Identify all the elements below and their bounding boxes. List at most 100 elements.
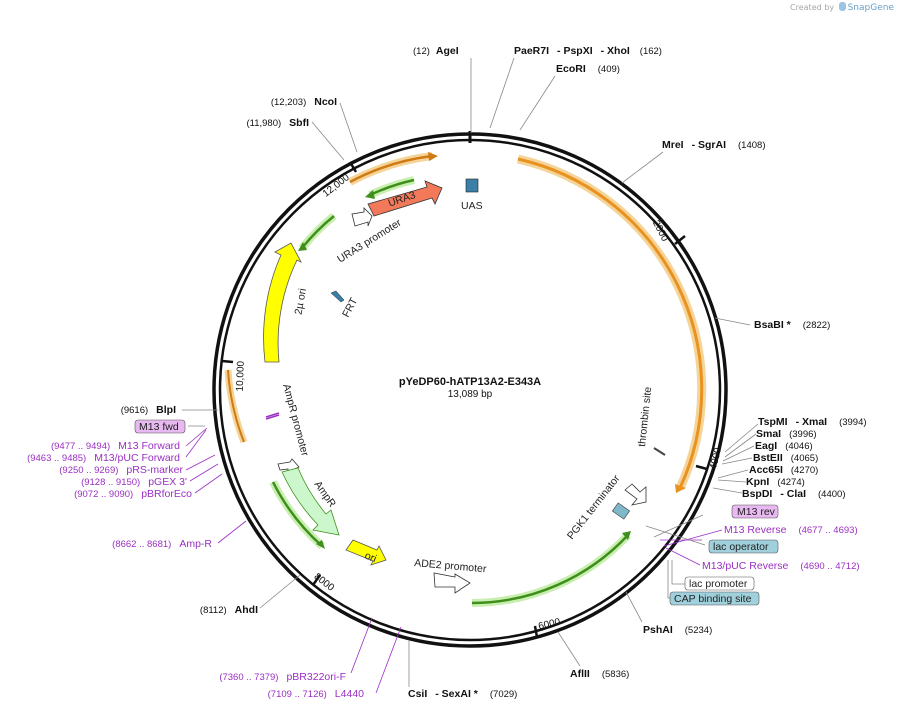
leader bbox=[557, 631, 581, 667]
orange-arc-top bbox=[348, 152, 433, 186]
primer-mark bbox=[265, 412, 280, 418]
enzyme-label-bsabi: BsaBI *(2822) bbox=[754, 319, 830, 331]
primer-leader bbox=[217, 520, 247, 544]
green-arc-1-arrowhead bbox=[365, 190, 375, 199]
plasmid-size: 13,089 bp bbox=[448, 389, 493, 400]
enzyme-label-agei: (12)AgeI bbox=[413, 45, 459, 57]
ura3-promoter-arrow bbox=[351, 207, 373, 227]
lac-promoter-label: lac promoter bbox=[689, 578, 748, 590]
enzyme-label-ahdi: (8112)AhdI bbox=[200, 604, 258, 616]
primer-leader bbox=[653, 514, 704, 538]
green-arc-4-arrowhead bbox=[622, 531, 631, 540]
tick-mark bbox=[674, 235, 686, 245]
primer-leader bbox=[645, 525, 706, 546]
pgk1-terminator-label: PGK1 terminator bbox=[565, 472, 623, 541]
enzyme-label-ncoi: (12,203)NcoI bbox=[271, 96, 337, 108]
orange-arc-left-line bbox=[227, 369, 245, 443]
tick-label: 4000 bbox=[708, 446, 724, 471]
tick-mark bbox=[311, 574, 322, 586]
leader bbox=[621, 151, 664, 184]
green-arc-3-line bbox=[271, 481, 323, 547]
plasmid-name: pYeDP60-hATP13A2-E343A bbox=[399, 376, 541, 388]
enzyme-label-csii: CsiI- SexAI *(7029) bbox=[408, 688, 517, 700]
boxed-labels: M13 rev lac operator lac promoter CAP bi… bbox=[134, 419, 779, 606]
ori-label: ori bbox=[363, 550, 378, 565]
cap-binding-site-box bbox=[669, 591, 760, 606]
enzyme-label-acc65i: Acc65I(4270) bbox=[749, 464, 818, 476]
enzyme-label-eagi: EagI(4046) bbox=[755, 440, 813, 452]
enzyme-labels: (12)AgeI PaeR7I- PspXI- XhoI(162) EcoRI(… bbox=[121, 45, 867, 700]
leader bbox=[311, 121, 345, 161]
leader bbox=[339, 102, 358, 153]
enzyme-label-tspmi: TspMI- XmaI(3994) bbox=[758, 416, 867, 428]
tick-label: 6000 bbox=[537, 617, 562, 633]
frt-feature bbox=[330, 290, 345, 303]
leader bbox=[717, 479, 747, 483]
enzyme-label-bspdi: BspDI- ClaI(4400) bbox=[742, 488, 845, 500]
primer-leader bbox=[185, 454, 216, 471]
leader bbox=[625, 591, 643, 623]
enzyme-label-paer7i: PaeR7I- PspXI- XhoI(162) bbox=[514, 45, 662, 57]
leader bbox=[722, 445, 755, 462]
snapgene-credit: Created by SnapGene bbox=[790, 2, 894, 13]
2u-ori-label: 2µ ori bbox=[293, 287, 309, 315]
primer-leader bbox=[185, 427, 208, 447]
uas-label: UAS bbox=[461, 200, 483, 212]
enzyme-label-kpni: KpnI(4274) bbox=[746, 476, 805, 488]
ori-feature-arrow bbox=[345, 539, 387, 566]
cds-arc bbox=[517, 157, 704, 489]
primer-leader bbox=[194, 473, 223, 494]
tick-mark bbox=[348, 161, 358, 173]
ampr-feature-arrow bbox=[281, 467, 340, 536]
primer-leader bbox=[665, 547, 701, 566]
primer-labels: M13 Reverse(4677 .. 4693) M13/pUC Revers… bbox=[27, 440, 859, 700]
primer-label-m13-forward: (9477 .. 9494)M13 Forward bbox=[51, 440, 180, 452]
primer-label-pbrforeco: (9072 .. 9090)pBRforEco bbox=[74, 488, 192, 500]
m13-fwd-box bbox=[134, 419, 186, 434]
tick-mark bbox=[533, 625, 539, 638]
green-arc-4-line bbox=[471, 534, 629, 605]
primer-label-amp-r: (8662 .. 8681)Amp-R bbox=[112, 538, 212, 550]
primer-leader bbox=[671, 560, 685, 585]
enzyme-leaders bbox=[182, 57, 759, 687]
leader bbox=[712, 487, 743, 494]
green-arc-4 bbox=[471, 532, 631, 607]
ura3-feature-arrow bbox=[367, 180, 443, 217]
enzyme-label-aflii: AflII(5836) bbox=[570, 668, 629, 680]
credit-brand: SnapGene bbox=[847, 3, 894, 13]
lac-promoter-box bbox=[684, 576, 755, 591]
cap-binding-site-label: CAP binding site bbox=[674, 593, 752, 605]
leader bbox=[714, 317, 751, 326]
enzyme-label-sbfi: (11,980)SbfI bbox=[246, 117, 309, 129]
thrombin-site-label: thrombin site bbox=[636, 386, 654, 447]
tick-label: 8000 bbox=[312, 571, 337, 594]
lac-operator-box bbox=[708, 539, 779, 554]
leader bbox=[724, 433, 757, 458]
lac-operator-label: lac operator bbox=[713, 541, 769, 553]
primer-label-m13-puc-reverse: M13/pUC Reverse(4690 .. 4712) bbox=[702, 560, 860, 572]
credit-prefix: Created by bbox=[790, 3, 835, 12]
leader bbox=[717, 469, 749, 479]
cds-arc-highlight bbox=[516, 154, 707, 490]
tick-mark bbox=[221, 359, 234, 364]
primer-label-pgex-3: (9128 .. 9150)pGEX 3' bbox=[81, 476, 187, 488]
uas-feature-box bbox=[465, 178, 479, 193]
ura3-promoter-label: URA3 promoter bbox=[335, 216, 404, 265]
ade2-promoter-label: ADE2 promoter bbox=[414, 557, 488, 575]
enzyme-label-pshai: PshAI(5234) bbox=[643, 624, 712, 636]
primer-leader bbox=[375, 626, 402, 694]
primer-label-m13-puc-forward: (9463 .. 9485)M13/pUC Forward bbox=[27, 452, 180, 464]
m13-rev-label: M13 rev bbox=[737, 506, 776, 518]
primer-label-m13-reverse: M13 Reverse(4677 .. 4693) bbox=[724, 524, 858, 536]
primer-leader bbox=[350, 617, 373, 674]
thrombin-site-mark bbox=[653, 447, 666, 456]
leader bbox=[259, 574, 301, 609]
primer-leader bbox=[663, 529, 723, 547]
leader bbox=[721, 457, 753, 465]
pgk1-terminator-arrow bbox=[624, 483, 647, 506]
primer-leader bbox=[185, 429, 207, 458]
pgk1-small-features bbox=[611, 502, 631, 520]
primer-mark bbox=[265, 414, 280, 420]
orange-arc-arrowhead bbox=[428, 152, 438, 161]
